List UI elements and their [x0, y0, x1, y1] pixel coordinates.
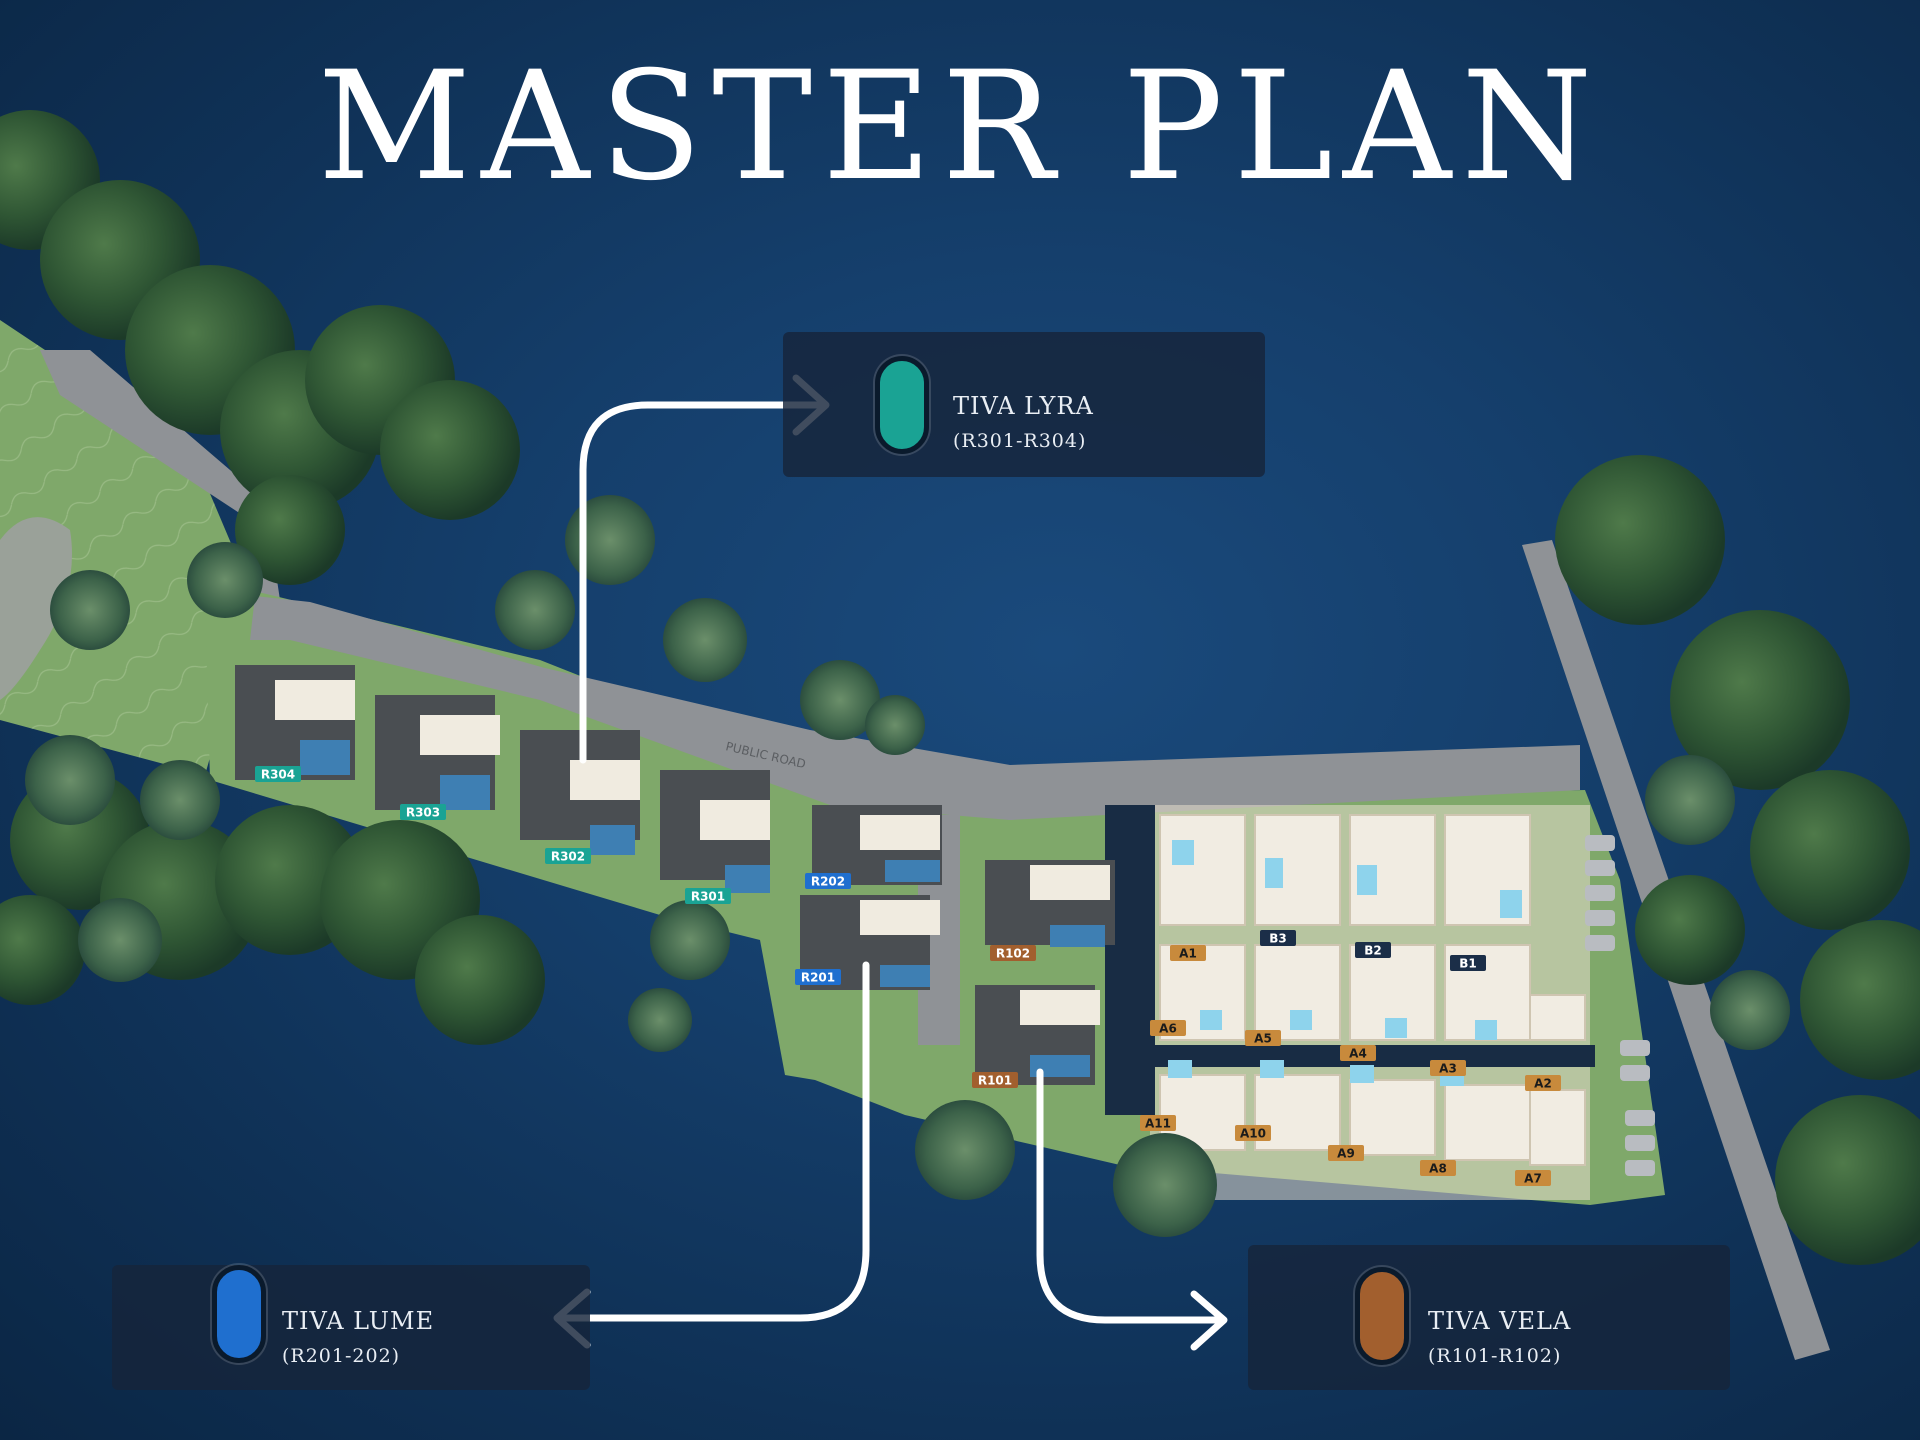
- vela-arrowhead: [1190, 1290, 1228, 1351]
- lot-tag-bg: [1328, 1145, 1364, 1161]
- lume-color-swatch: [212, 1265, 266, 1363]
- lot-label-a7: A7: [1524, 1172, 1542, 1186]
- lot-label-a8: A8: [1429, 1162, 1447, 1176]
- lot-tag-bg: [1245, 1030, 1281, 1046]
- lot-tag-bg: [1235, 1125, 1271, 1141]
- lot-tag-bg: [1525, 1075, 1561, 1091]
- lyra-color-swatch: [875, 356, 929, 454]
- hill-road: [40, 350, 280, 600]
- rock-outcrop: [0, 517, 72, 700]
- lot-label-r102: R102: [996, 947, 1030, 961]
- lot-tag-bg: [1355, 942, 1391, 958]
- lot-tag-bg: [795, 969, 841, 985]
- legend-range: (R101-R102): [1428, 1345, 1562, 1367]
- lot-label-r101: R101: [978, 1074, 1012, 1088]
- lot-label-a9: A9: [1337, 1147, 1355, 1161]
- vela-color-swatch: [1355, 1267, 1409, 1365]
- lot-tag-bg: [805, 873, 851, 889]
- lot-tag-bg: [1140, 1115, 1176, 1131]
- lot-label-b2: B2: [1364, 944, 1382, 958]
- lot-tag-bg: [1150, 1020, 1186, 1036]
- lot-tag-bg: [972, 1072, 1018, 1088]
- lot-label-a5: A5: [1254, 1032, 1272, 1046]
- legend-name: TIVA VELA: [1428, 1307, 1572, 1335]
- lot-tag-bg: [685, 888, 731, 904]
- lot-label-b3: B3: [1269, 932, 1287, 946]
- lot-tag-bg: [1450, 955, 1486, 971]
- lot-label-a10: A10: [1240, 1127, 1266, 1141]
- legend-name: TIVA LUME: [282, 1307, 435, 1335]
- lot-tag-bg: [255, 766, 301, 782]
- lot-tag-bg: [1260, 930, 1296, 946]
- villa-blocks: [1105, 805, 1655, 1200]
- legend-tiva-vela: TIVA VELA (R101-R102): [1248, 1245, 1730, 1390]
- lot-tag-bg: [990, 945, 1036, 961]
- lot-label-r202: R202: [811, 875, 845, 889]
- lume-arrow: [556, 961, 870, 1322]
- lot-tag-bg: [1170, 945, 1206, 961]
- lot-tag-bg: [1430, 1060, 1466, 1076]
- lot-tag-bg: [1515, 1170, 1551, 1186]
- lot-label-r201: R201: [801, 971, 835, 985]
- legend-name: TIVA LYRA: [953, 392, 1094, 420]
- lot-labels: R304R303R302R301R202R201R102R101B3B2B1A1…: [255, 766, 1561, 1186]
- lot-label-a4: A4: [1349, 1047, 1367, 1061]
- vela-arrow: [1036, 1068, 1226, 1324]
- lot-tag-bg: [400, 804, 446, 820]
- legend-range: (R201-202): [282, 1345, 401, 1367]
- legend-range: (R301-R304): [953, 430, 1087, 452]
- page-title: MASTER PLAN: [317, 40, 1603, 214]
- hillside-contours: [0, 320, 255, 775]
- lot-tag-bg: [1420, 1160, 1456, 1176]
- lot-label-r304: R304: [261, 768, 295, 782]
- legend-tiva-lume: TIVA LUME (R201-202): [112, 1265, 590, 1390]
- lot-label-a1: A1: [1179, 947, 1197, 961]
- lot-label-a2: A2: [1534, 1077, 1552, 1091]
- lot-tag-bg: [545, 848, 591, 864]
- lot-label-a11: A11: [1145, 1117, 1171, 1131]
- lot-label-r303: R303: [406, 806, 440, 820]
- vegetation: [0, 110, 1920, 1265]
- public-road: [250, 596, 1580, 820]
- legend-tiva-lyra: TIVA LYRA (R301-R304): [783, 332, 1265, 477]
- lot-label-a3: A3: [1439, 1062, 1457, 1076]
- lot-label-r302: R302: [551, 850, 585, 864]
- lot-label-b1: B1: [1459, 957, 1477, 971]
- lyra-arrow: [579, 401, 829, 764]
- private-villas: [235, 665, 1115, 1085]
- lot-label-a6: A6: [1159, 1022, 1177, 1036]
- lot-tag-bg: [1340, 1045, 1376, 1061]
- lot-label-r301: R301: [691, 890, 725, 904]
